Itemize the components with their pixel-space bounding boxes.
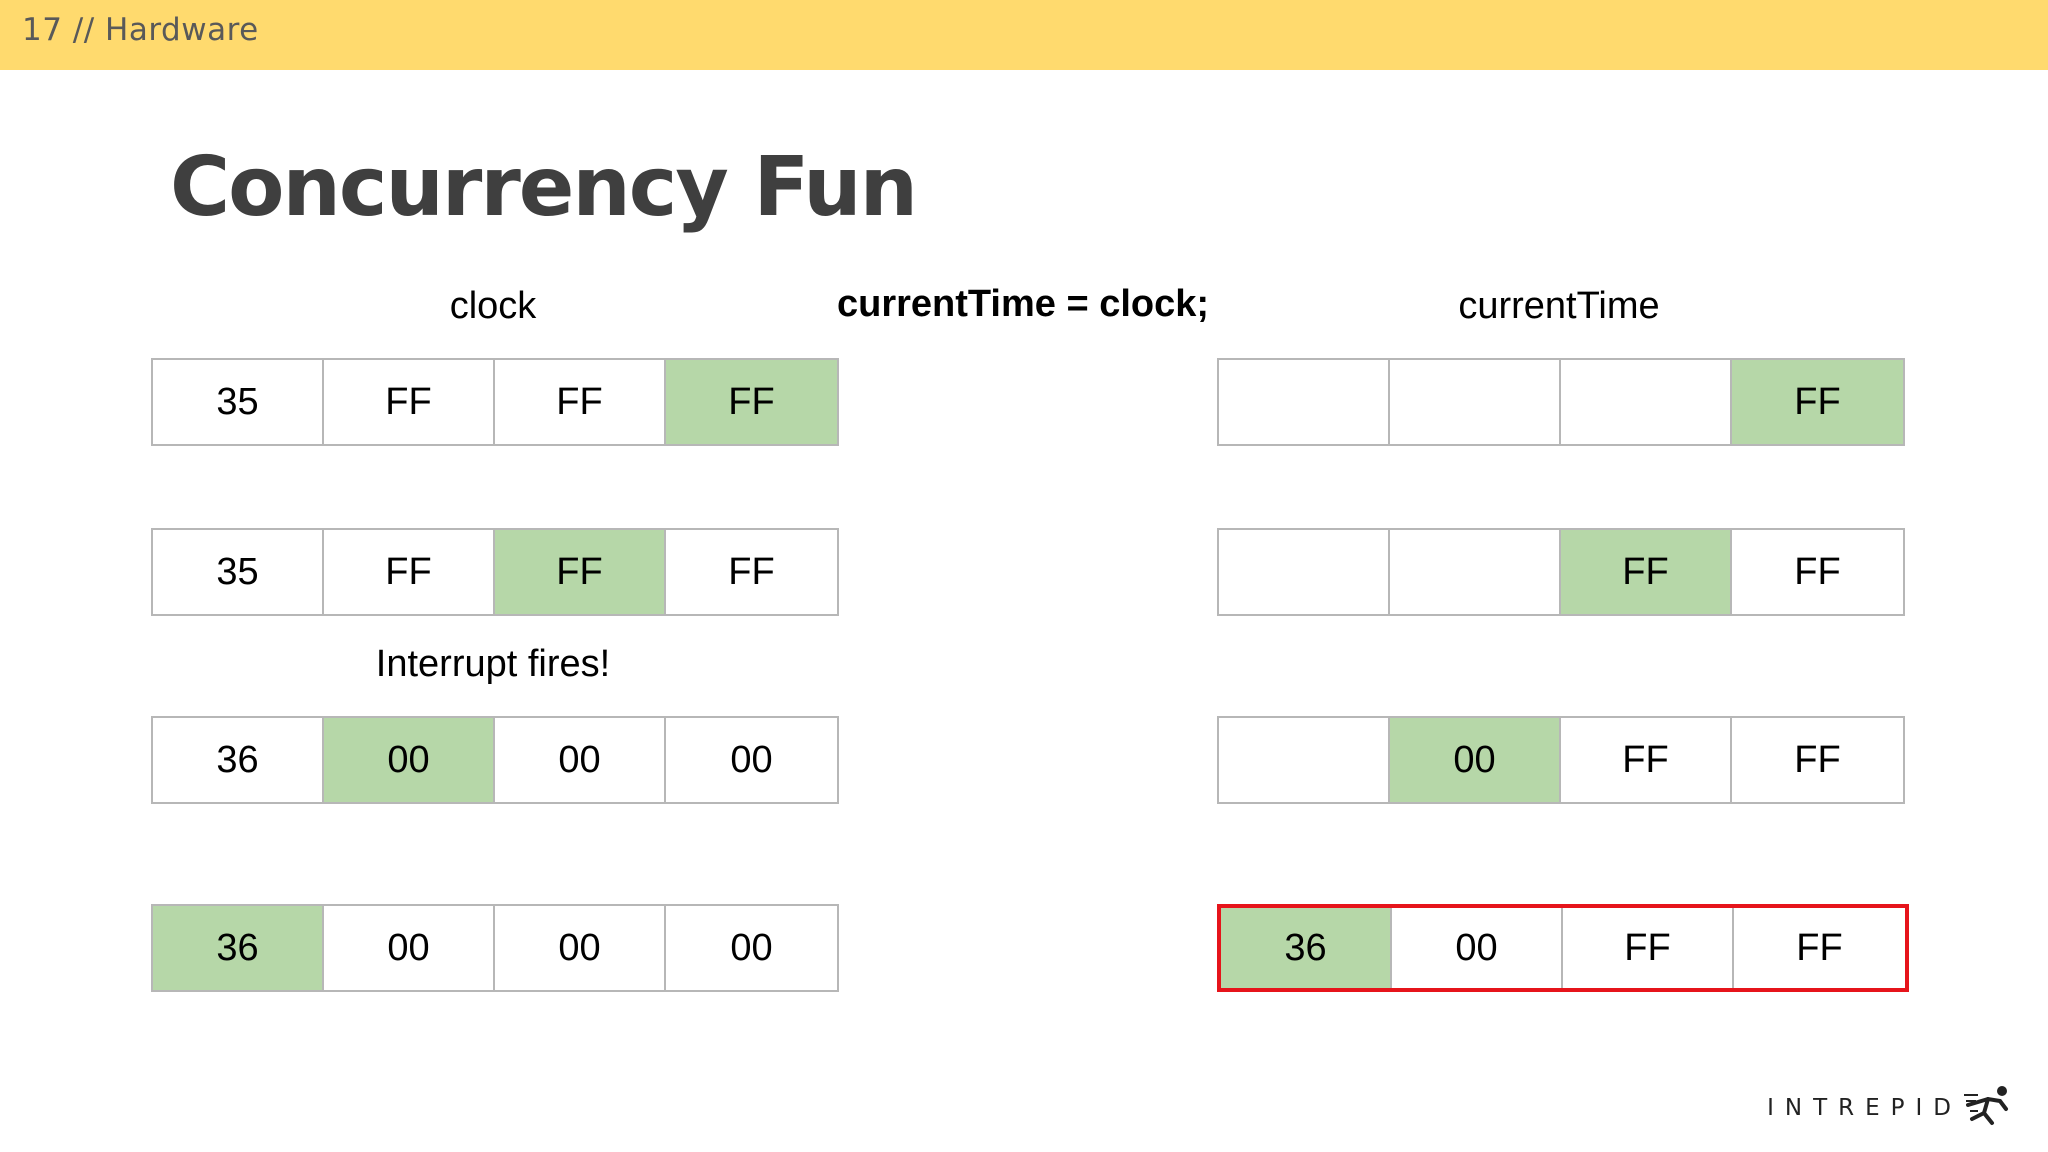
current-time-register-row: 36 00 FF FF bbox=[1217, 904, 1909, 992]
byte-cell: FF bbox=[1734, 908, 1905, 988]
current-time-register-row: FF bbox=[1217, 358, 1905, 446]
clock-register-row: 36 00 00 00 bbox=[151, 716, 839, 804]
clock-register-row: 36 00 00 00 bbox=[151, 904, 839, 992]
byte-cell bbox=[1390, 530, 1561, 614]
byte-cell: FF bbox=[666, 360, 837, 444]
byte-cell: 00 bbox=[495, 718, 666, 802]
clock-register-row: 35 FF FF FF bbox=[151, 528, 839, 616]
header-bar: 17 // Hardware bbox=[0, 0, 2048, 70]
current-time-register-row: FF FF bbox=[1217, 528, 1905, 616]
byte-cell: 00 bbox=[666, 906, 837, 990]
slide-title: Concurrency Fun bbox=[170, 140, 918, 235]
current-time-register-row: 00 FF FF bbox=[1217, 716, 1905, 804]
byte-cell: FF bbox=[1561, 530, 1732, 614]
byte-cell: 00 bbox=[1390, 718, 1561, 802]
byte-cell bbox=[1561, 360, 1732, 444]
code-statement: currentTime = clock; bbox=[836, 283, 1210, 325]
byte-cell bbox=[1219, 530, 1390, 614]
clock-label: clock bbox=[449, 285, 537, 327]
byte-cell: 00 bbox=[324, 906, 495, 990]
byte-cell bbox=[1219, 360, 1390, 444]
byte-cell: FF bbox=[666, 530, 837, 614]
byte-cell: FF bbox=[324, 530, 495, 614]
slide-label: 17 // Hardware bbox=[22, 12, 259, 48]
byte-cell: FF bbox=[495, 530, 666, 614]
byte-cell: 00 bbox=[1392, 908, 1563, 988]
current-time-label: currentTime bbox=[1458, 285, 1660, 327]
byte-cell: FF bbox=[1561, 718, 1732, 802]
byte-cell: 35 bbox=[153, 360, 324, 444]
running-figure-icon bbox=[1962, 1083, 2018, 1132]
byte-cell: FF bbox=[1732, 530, 1903, 614]
byte-cell: 00 bbox=[666, 718, 837, 802]
byte-cell bbox=[1390, 360, 1561, 444]
byte-cell bbox=[1219, 718, 1390, 802]
byte-cell: 00 bbox=[324, 718, 495, 802]
logo-text: INTREPID bbox=[1767, 1094, 1962, 1121]
byte-cell: 36 bbox=[153, 906, 324, 990]
byte-cell: 00 bbox=[495, 906, 666, 990]
byte-cell: FF bbox=[1732, 360, 1903, 444]
byte-cell: 35 bbox=[153, 530, 324, 614]
intrepid-logo: INTREPID bbox=[1767, 1083, 2018, 1132]
clock-register-row: 35 FF FF FF bbox=[151, 358, 839, 446]
byte-cell: FF bbox=[495, 360, 666, 444]
byte-cell: 36 bbox=[1221, 908, 1392, 988]
byte-cell: FF bbox=[1732, 718, 1903, 802]
byte-cell: FF bbox=[324, 360, 495, 444]
byte-cell: FF bbox=[1563, 908, 1734, 988]
byte-cell: 36 bbox=[153, 718, 324, 802]
interrupt-label: Interrupt fires! bbox=[375, 643, 611, 685]
